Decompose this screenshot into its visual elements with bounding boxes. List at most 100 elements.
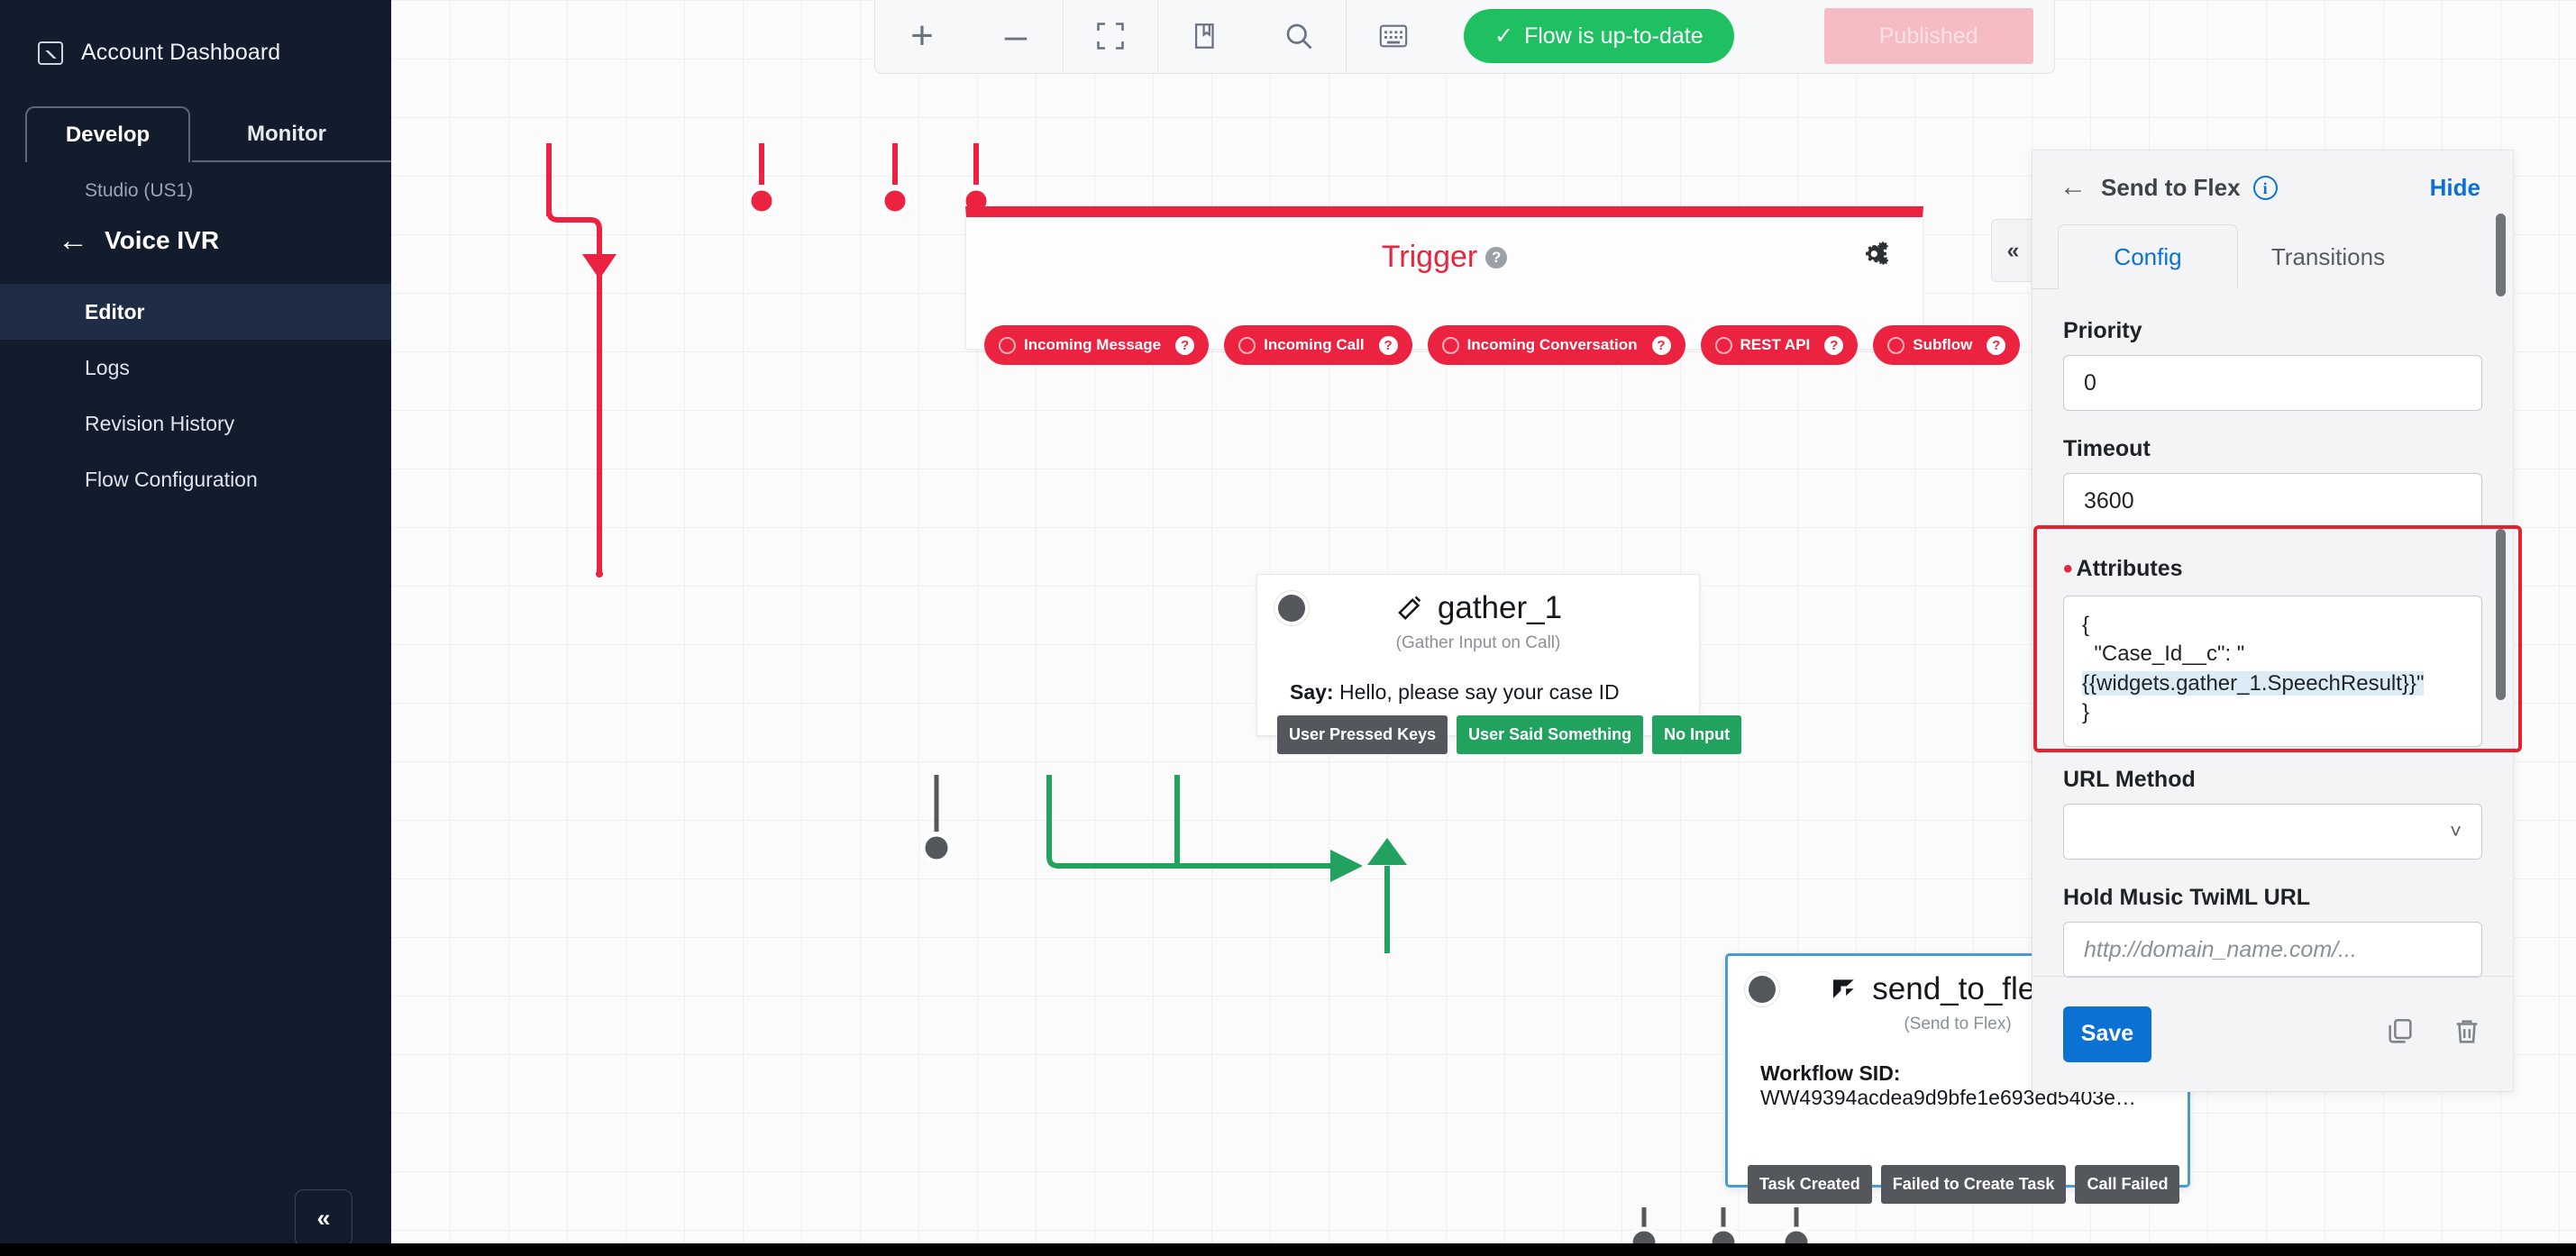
tab-transitions[interactable]: Transitions	[2270, 242, 2386, 270]
panel-scrollbar-top[interactable]	[2496, 214, 2506, 296]
attributes-line-3: {{widgets.gather_1.SpeechResult}}"	[2082, 670, 2425, 696]
widget-body: Say: Hello, please say your case ID	[1257, 653, 1699, 705]
widget-title: gather_1	[1257, 575, 1699, 626]
sidebar-item-revision-history[interactable]: Revision History	[85, 411, 235, 435]
canvas-toolbar: + –	[874, 0, 2055, 74]
attributes-line-2: "Case_Id__c": "	[2082, 642, 2245, 667]
flex-icon	[1833, 979, 1854, 998]
timeout-input[interactable]: 3600	[2063, 473, 2482, 529]
publish-button[interactable]: Published	[1823, 8, 2033, 64]
panel-header: ← Send to Flex i Hide	[2032, 150, 2513, 224]
priority-label: Priority	[2063, 318, 2142, 343]
panel-hide-button[interactable]: Hide	[2429, 173, 2480, 201]
widget-library-icon[interactable]	[1158, 0, 1252, 73]
info-icon[interactable]: i	[2252, 175, 2278, 200]
zoom-in-button[interactable]: +	[910, 13, 934, 58]
duplicate-icon[interactable]	[2385, 1016, 2416, 1051]
widget-input-dot[interactable]	[1749, 976, 1776, 1003]
widget-port-failed-to-create-task[interactable]: Failed to Create Task	[1880, 1165, 2067, 1204]
panel-scrollbar-thumb[interactable]	[2496, 529, 2506, 700]
trigger-port-incoming-conversation[interactable]: Incoming Conversation ?	[1427, 325, 1685, 365]
check-icon: ✓	[1494, 23, 1513, 49]
chevron-down-icon: ˅	[2450, 820, 2462, 842]
tabs-divider	[192, 160, 415, 162]
port-dot-icon	[999, 336, 1016, 354]
widget-port-task-created[interactable]: Task Created	[1748, 1165, 1872, 1204]
widget-port-user-said-something[interactable]: User Said Something	[1457, 715, 1644, 754]
sidebar-tabs: Develop Monitor	[25, 106, 415, 162]
widget-ports: User Pressed Keys User Said Something No…	[1257, 715, 1742, 754]
sidebar-item-flow-configuration[interactable]: Flow Configuration	[85, 467, 258, 491]
priority-input[interactable]: 0	[2063, 355, 2482, 411]
zoom-out-button[interactable]: –	[1004, 13, 1028, 58]
toolbar-divider	[1063, 0, 1064, 73]
sidebar-item-editor[interactable]: Editor	[0, 284, 391, 340]
flow-status-label: Flow is up-to-date	[1523, 23, 1704, 49]
help-icon[interactable]: ?	[1651, 335, 1671, 355]
url-method-label: URL Method	[2063, 767, 2196, 792]
toolbar-divider	[1157, 0, 1158, 73]
trigger-title: Trigger?	[966, 240, 1923, 275]
fit-to-screen-icon[interactable]	[1064, 0, 1157, 73]
widget-body-value: Hello, please say your case ID	[1338, 680, 1620, 704]
flow-name-label: Voice IVR	[105, 226, 220, 254]
widget-input-dot[interactable]	[1278, 595, 1305, 622]
panel-back-icon[interactable]: ←	[2060, 172, 2087, 202]
port-dot-icon	[1887, 336, 1905, 354]
image-icon	[38, 41, 63, 65]
trigger-port-incoming-call[interactable]: Incoming Call ?	[1224, 325, 1412, 365]
trigger-port-subflow[interactable]: Subflow ?	[1873, 325, 2021, 365]
phone-gather-icon	[1398, 596, 1421, 620]
hold-music-input[interactable]: http://domain_name.com/...	[2063, 922, 2482, 978]
attributes-label: •Attributes	[2063, 554, 2183, 584]
url-method-select[interactable]: ˅	[2063, 804, 2482, 860]
sidebar-item-logs[interactable]: Logs	[85, 355, 130, 379]
search-icon[interactable]	[1252, 0, 1346, 73]
widget-subtitle: (Gather Input on Call)	[1395, 633, 1561, 652]
trigger-widget[interactable]: Trigger? Incoming Message ? Inc	[965, 206, 2021, 365]
port-dot-icon	[1238, 336, 1256, 354]
widget-port-user-pressed-keys[interactable]: User Pressed Keys	[1277, 715, 1448, 754]
widget-gather-1[interactable]: gather_1 (Gather Input on Call) Say: Hel…	[1256, 574, 1742, 754]
panel-title: Send to Flex	[2101, 173, 2241, 201]
help-icon[interactable]: ?	[1485, 247, 1508, 268]
settings-gears-icon[interactable]	[1858, 239, 1894, 278]
keyboard-shortcuts-icon[interactable]	[1347, 0, 1440, 73]
widget-body-label: Workflow SID:	[1760, 1061, 1901, 1085]
widget-port-no-input[interactable]: No Input	[1652, 715, 1742, 754]
tab-config[interactable]: Config	[2058, 224, 2238, 289]
hold-music-label: Hold Music TwiML URL	[2063, 885, 2311, 910]
help-icon[interactable]: ?	[1987, 335, 2006, 355]
widget-port-call-failed[interactable]: Call Failed	[2075, 1165, 2180, 1204]
window-bottom-bar	[0, 1243, 2576, 1256]
panel-collapse-button[interactable]: «	[1991, 219, 2034, 282]
trigger-port-rest-api[interactable]: REST API ?	[1700, 325, 1859, 365]
help-icon[interactable]: ?	[1175, 335, 1195, 355]
toolbar-divider	[1346, 0, 1347, 73]
flow-back-row[interactable]: ← Voice IVR	[58, 225, 219, 256]
attributes-line-1: {	[2082, 613, 2090, 637]
tab-develop[interactable]: Develop	[25, 106, 190, 162]
back-arrow-icon[interactable]: ←	[58, 223, 88, 258]
panel-tabs-divider	[2032, 288, 2058, 289]
tab-monitor[interactable]: Monitor	[247, 122, 326, 146]
panel-footer: Save	[2032, 976, 2513, 1091]
widget-body-label: Say:	[1290, 680, 1334, 704]
sidebar-collapse-button[interactable]: «	[295, 1189, 352, 1247]
trash-icon[interactable]	[2452, 1016, 2482, 1051]
trigger-ports: Incoming Message ? Incoming Call ? Incom…	[966, 325, 2021, 365]
account-dashboard-link[interactable]: Account Dashboard	[0, 0, 391, 66]
panel-tabs: Config Transitions	[2032, 224, 2513, 289]
panel-body: Priority 0 Timeout 3600 •Attributes { "C…	[2032, 289, 2522, 978]
product-label: Studio (US1)	[85, 180, 194, 201]
help-icon[interactable]: ?	[1824, 335, 1844, 355]
widget-config-panel: ← Send to Flex i Hide Config Transitions…	[2032, 150, 2522, 1092]
help-icon[interactable]: ?	[1378, 335, 1398, 355]
save-button[interactable]: Save	[2063, 1006, 2151, 1062]
attributes-textarea[interactable]: { "Case_Id__c": " {{widgets.gather_1.Spe…	[2063, 596, 2482, 747]
trigger-port-incoming-message[interactable]: Incoming Message ?	[984, 325, 1210, 365]
widget-subtitle: (Send to Flex)	[1904, 1015, 2012, 1033]
required-marker: •	[2063, 554, 2073, 584]
flow-status-badge[interactable]: ✓ Flow is up-to-date	[1464, 9, 1734, 63]
account-dashboard-label: Account Dashboard	[81, 40, 281, 65]
